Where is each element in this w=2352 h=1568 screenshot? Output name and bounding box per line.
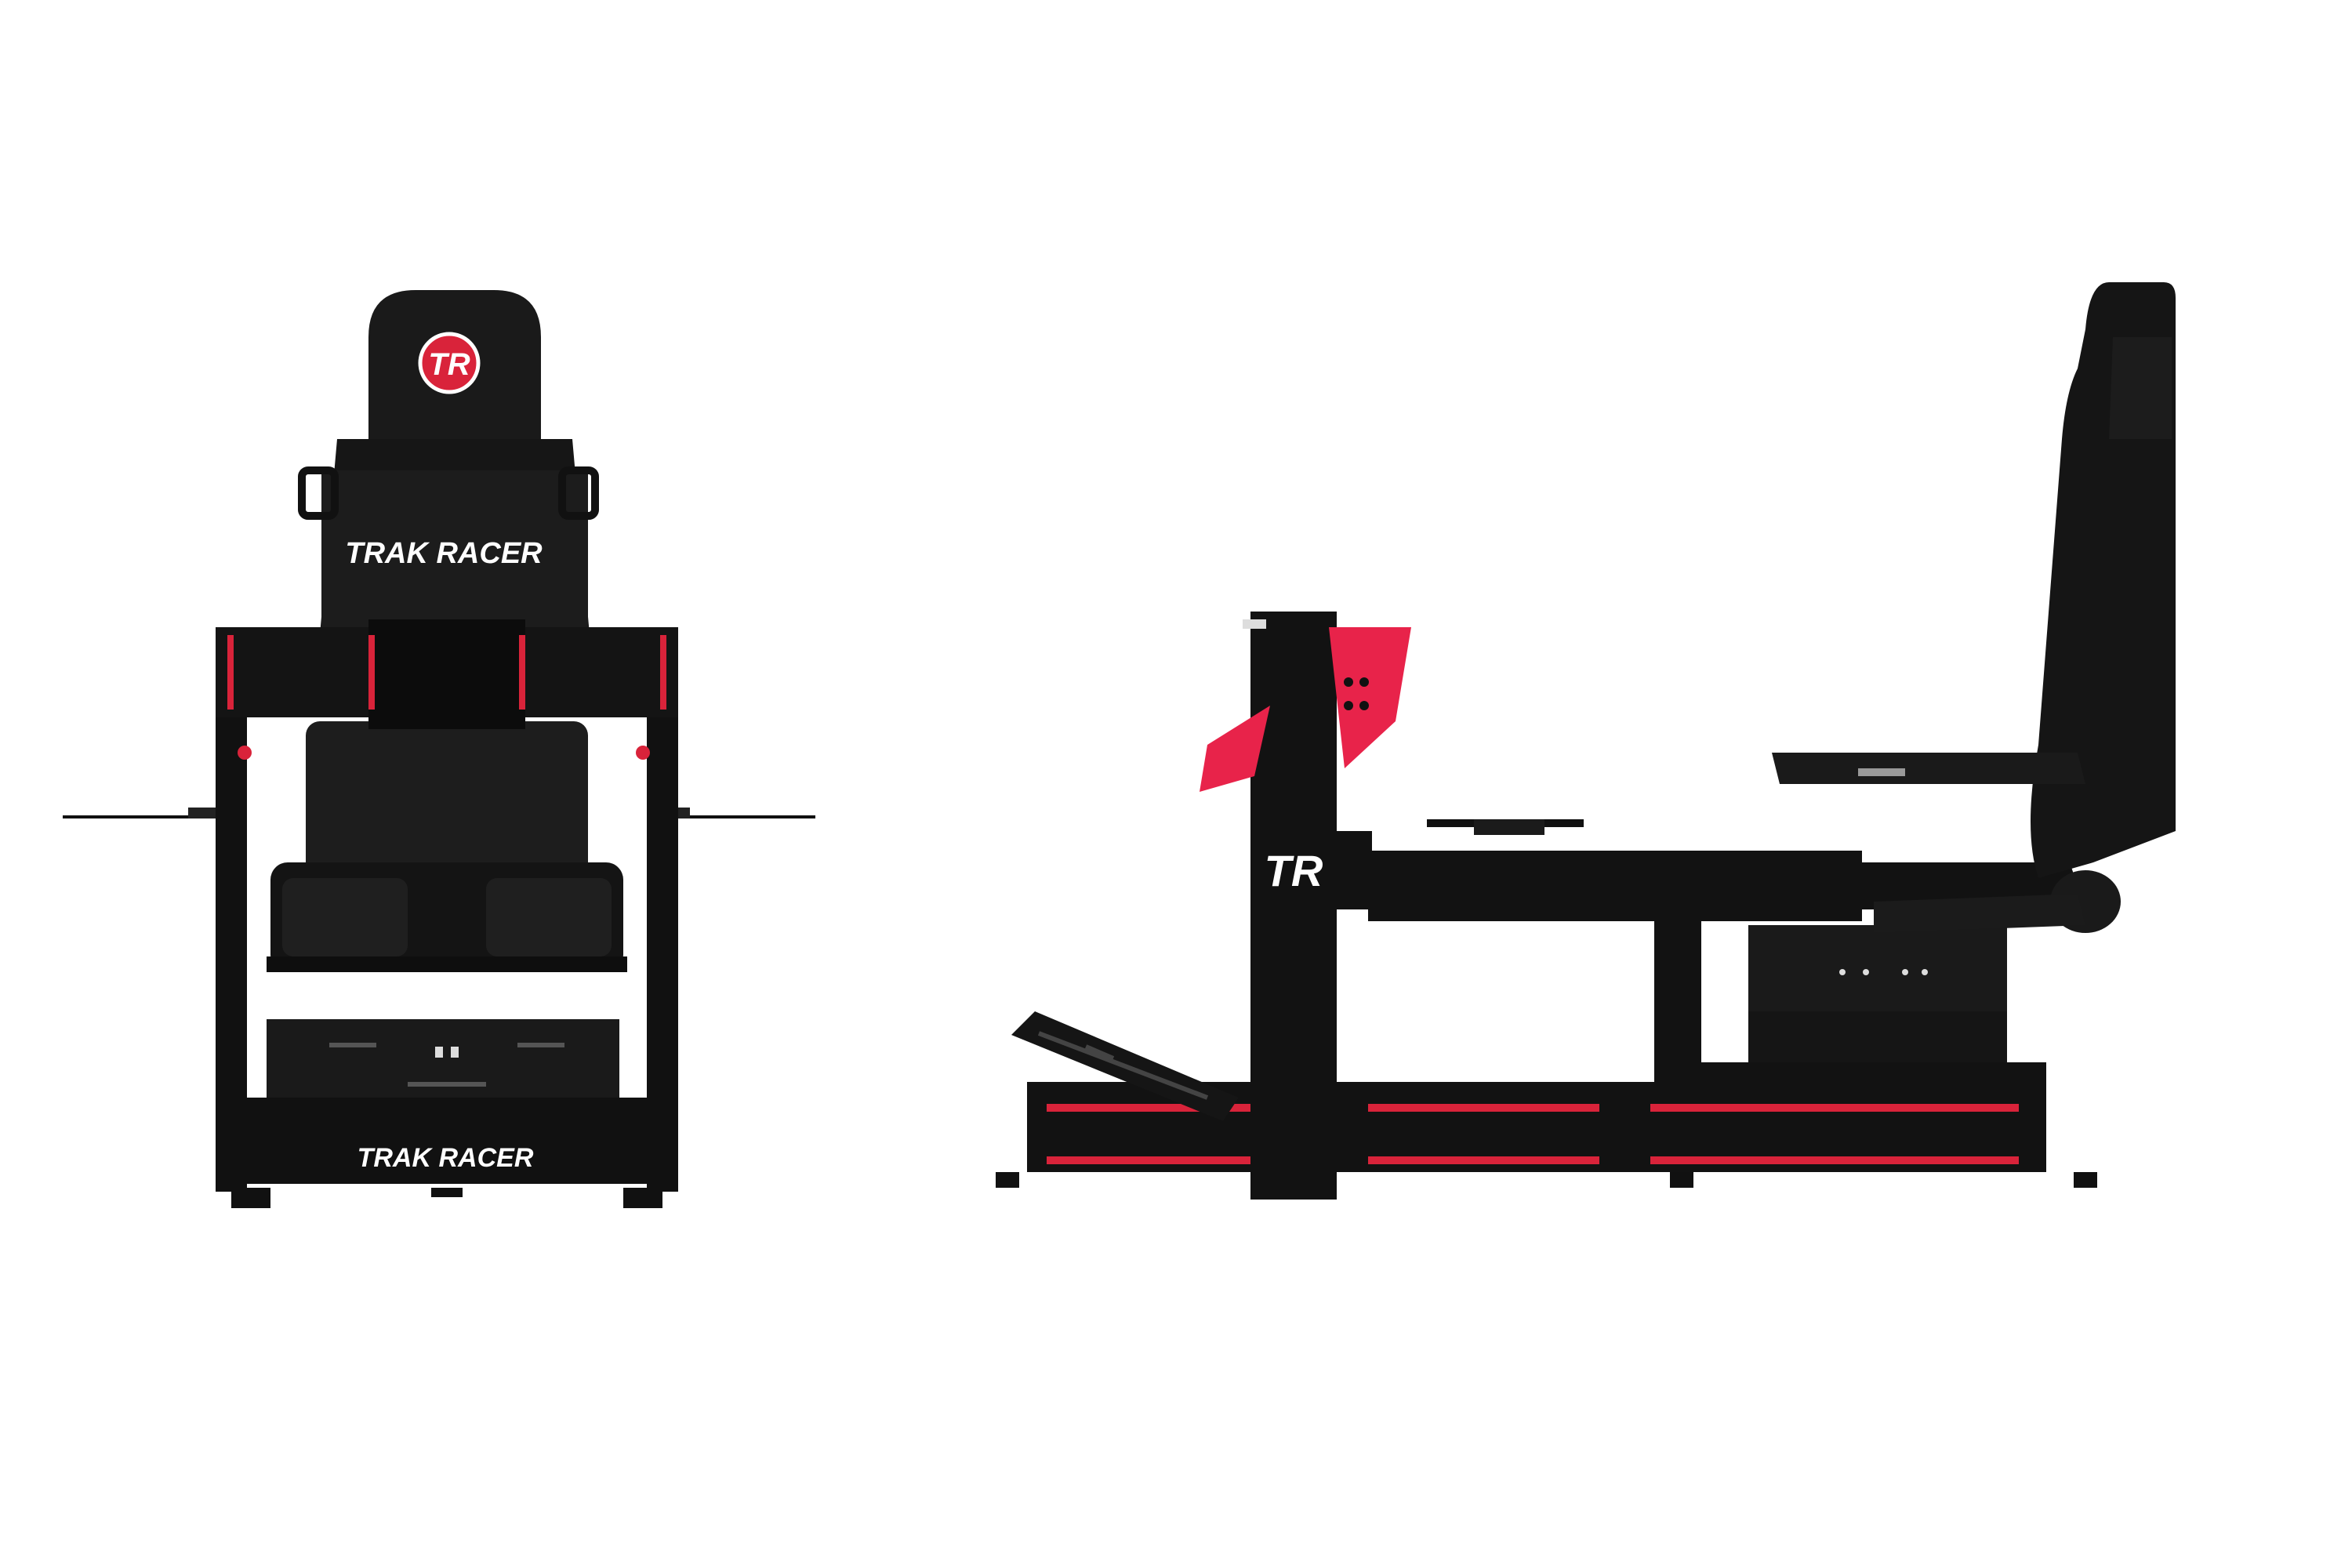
base-frame (216, 1098, 678, 1208)
seat-cushion (267, 721, 627, 972)
front-view: TR TRAK RACER TRAK RACER (63, 290, 815, 1208)
pedal-plate (1011, 1011, 1239, 1121)
side-view: TR (996, 282, 2176, 1200)
side-arm-left (63, 808, 227, 818)
seat-handle-left (298, 466, 339, 520)
side-upright (1243, 612, 1337, 1200)
base-brand-text: TRAK RACER (358, 1143, 534, 1173)
upright-logo-text: TR (1265, 846, 1323, 895)
headrest-logo-text: TR (428, 347, 470, 382)
seat-handle-right (558, 466, 599, 520)
side-seat (1772, 282, 2176, 933)
wheel-deck-bracket (1200, 627, 1411, 792)
headrest-logo: TR (418, 332, 481, 394)
side-support-post (1654, 894, 1701, 1090)
backrest-brand-text: TRAK RACER (345, 537, 543, 570)
side-base-rail (996, 1082, 2097, 1188)
top-crossbar (216, 619, 678, 760)
